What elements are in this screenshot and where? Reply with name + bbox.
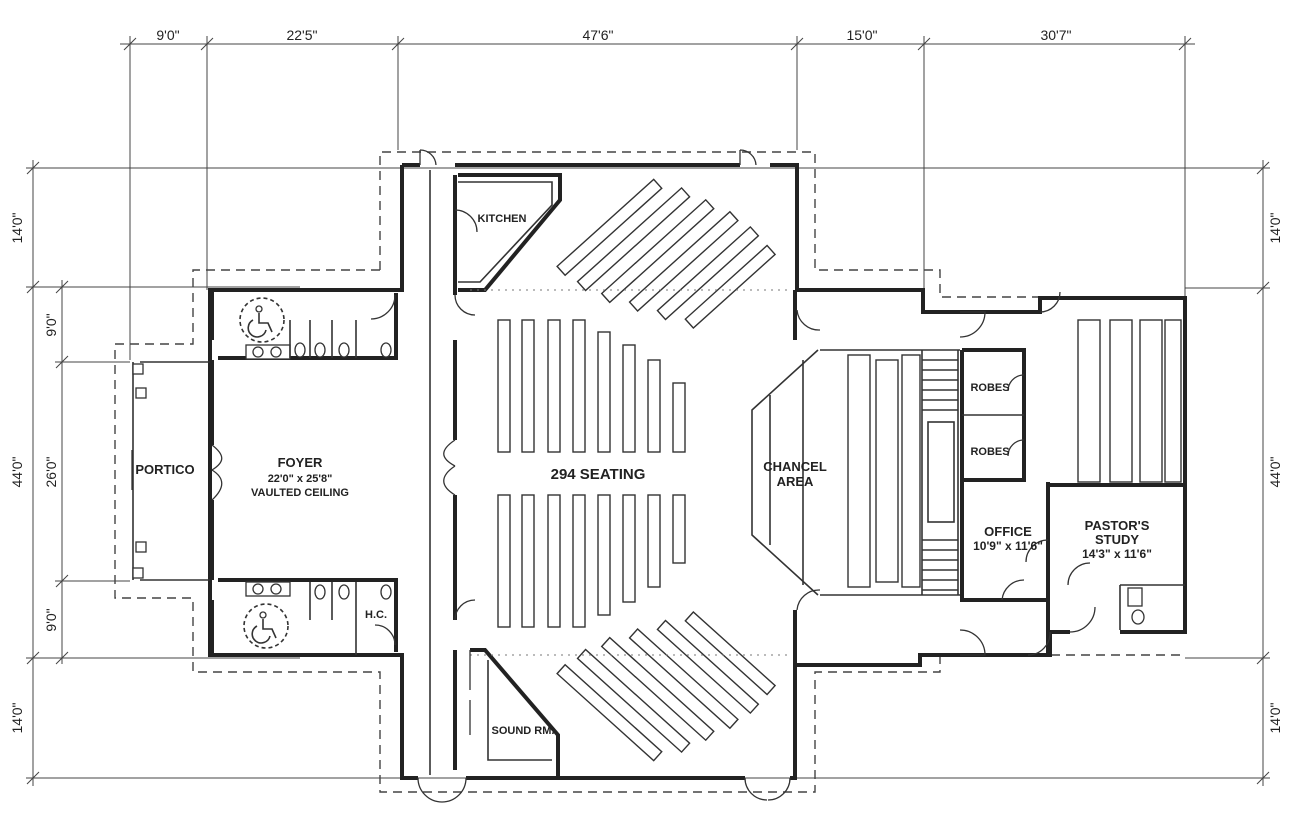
dim-top-1: 9'0" [156, 27, 179, 43]
roof-outline [114, 151, 1180, 793]
dim-top-5: 30'7" [1040, 27, 1071, 43]
label-robes-1: ROBES [970, 382, 1009, 394]
label-office: OFFICE [984, 524, 1032, 539]
restroom-fixtures [245, 320, 1185, 655]
wing-pews [1077, 319, 1182, 483]
dim-right-3: 14'0" [1267, 702, 1283, 733]
label-seating: 294 SEATING [551, 466, 646, 483]
choir-pews [847, 354, 921, 588]
toilet-icon [1131, 609, 1145, 625]
dim-right-1: 14'0" [1267, 212, 1283, 243]
wheelchair-icon [239, 297, 285, 343]
label-foyer-note: VAULTED CEILING [251, 487, 349, 499]
label-hc: H.C. [365, 609, 387, 621]
label-pastor: PASTOR'S [1085, 518, 1150, 533]
label-pastor-size: 14'3" x 11'6" [1082, 547, 1152, 561]
dim-left-inner-3: 9'0" [43, 608, 59, 631]
nave-pews [470, 178, 790, 762]
chancel-stairs [922, 359, 958, 591]
label-study: STUDY [1095, 532, 1139, 547]
door-swing-icon [131, 149, 1096, 803]
label-portico: PORTICO [135, 462, 194, 477]
label-foyer: FOYER [278, 455, 323, 470]
dim-right-2: 44'0" [1267, 456, 1283, 487]
dim-left-inner-2: 26'0" [43, 456, 59, 487]
dim-top-3: 47'6" [582, 27, 613, 43]
label-sound-room: SOUND RM. [492, 725, 555, 737]
room-labels: KITCHEN PORTICO FOYER 22'0" x 25'8" VAUL… [135, 213, 1152, 737]
dim-top-4: 15'0" [846, 27, 877, 43]
dim-left-outer-2: 44'0" [9, 456, 25, 487]
label-chancel-area: AREA [777, 474, 814, 489]
dim-left-inner-1: 9'0" [43, 313, 59, 336]
wheelchair-icon [243, 603, 289, 649]
dim-top-2: 22'5" [286, 27, 317, 43]
label-robes-2: ROBES [970, 446, 1009, 458]
label-office-size: 10'9" x 11'6" [973, 539, 1043, 553]
dim-left-outer-3: 14'0" [9, 702, 25, 733]
dim-left-outer-1: 14'0" [9, 212, 25, 243]
sink-icon [1127, 587, 1143, 607]
exterior-walls [132, 163, 1187, 780]
label-chancel: CHANCEL [763, 459, 827, 474]
dimension-lines [26, 36, 1270, 786]
label-foyer-size: 22'0" x 25'8" [268, 473, 333, 485]
label-kitchen: KITCHEN [478, 213, 527, 225]
dimension-labels: 9'0" 22'5" 47'6" 15'0" 30'7" 14'0" 44'0"… [9, 27, 1283, 734]
